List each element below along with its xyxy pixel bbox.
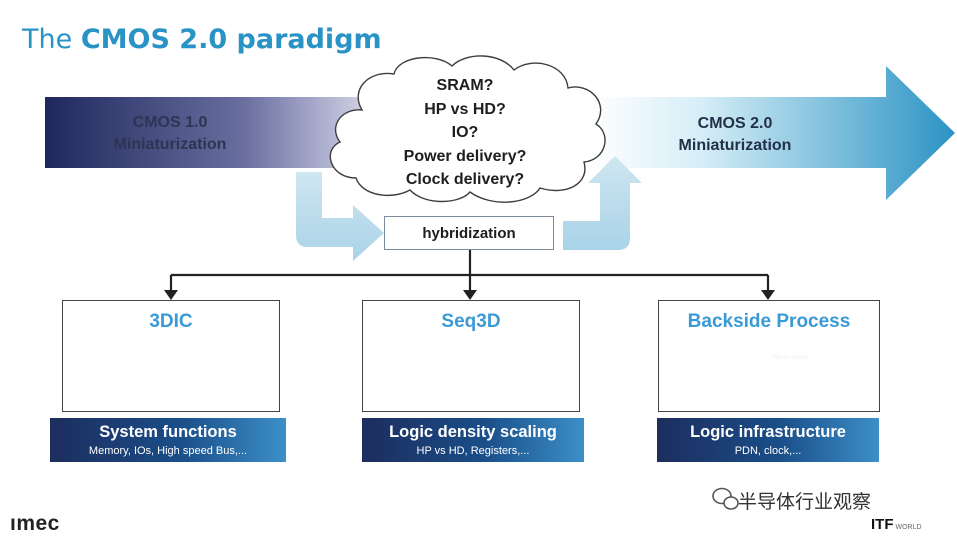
hybridization-box: hybridization <box>384 216 554 250</box>
backside-wafer-label: Silicon wafer <box>771 354 809 361</box>
caption-backside-sub: PDN, clock,... <box>734 445 802 457</box>
question-hp-hd: HP vs HD? <box>424 100 506 118</box>
arrow-up-out <box>563 156 642 250</box>
title-bold: CMOS 2.0 paradigm <box>80 24 382 55</box>
caption-seq3d-sub: HP vs HD, Registers,... <box>416 445 530 457</box>
thinned-wafer-label: Thinned Si wafer <box>443 354 497 361</box>
caption-seq3d-title: Logic density scaling <box>389 423 557 441</box>
cmos1-line2: Miniaturization <box>113 136 227 153</box>
itf-logo-text: ITF <box>871 516 894 533</box>
question-io: IO? <box>451 124 479 141</box>
question-sram: SRAM? <box>436 77 494 94</box>
imec-logo: ımec <box>10 512 60 535</box>
silicon-wafer-label: Silicon wafer <box>448 389 492 398</box>
wechat-icon <box>712 487 739 510</box>
panel-backside: Backside Process <box>658 300 880 412</box>
panel-3dic-title: 3DIC <box>149 311 193 332</box>
cmos1-label: CMOS 1.0 Miniaturization <box>80 112 260 156</box>
cloud-questions: SRAM? HP vs HD? IO? Power delivery? Cloc… <box>370 74 560 192</box>
tree-arrowheads <box>164 290 775 300</box>
tree-connectors <box>169 250 770 293</box>
title-prefix: The <box>22 24 81 55</box>
caption-3dic-title: System functions <box>99 423 237 441</box>
caption-3dic: System functions Memory, IOs, High speed… <box>50 418 286 462</box>
cmos2-label: CMOS 2.0 Miniaturization <box>650 113 820 157</box>
arrow-down-in <box>296 172 384 261</box>
question-clock: Clock delivery? <box>405 171 525 188</box>
caption-backside-title: Logic infrastructure <box>690 423 846 441</box>
panel-seq3d: Seq3D <box>362 300 580 412</box>
cmos2-line1: CMOS 2.0 <box>697 115 773 132</box>
cmos1-line1: CMOS 1.0 <box>132 114 208 131</box>
caption-3dic-sub: Memory, IOs, High speed Bus,... <box>88 445 248 457</box>
cmos2-line2: Miniaturization <box>678 137 792 154</box>
question-power: Power delivery? <box>403 147 527 165</box>
caption-backside: Logic infrastructure PDN, clock,... <box>657 418 879 462</box>
watermark-text: 半导体行业观察 <box>738 491 872 513</box>
panel-backside-title: Backside Process <box>687 311 851 332</box>
panel-seq3d-title: Seq3D <box>441 311 501 332</box>
caption-seq3d: Logic density scaling HP vs HD, Register… <box>362 418 584 462</box>
panel-3dic: 3DIC <box>62 300 280 412</box>
question-cloud <box>329 55 606 203</box>
page-title: The CMOS 2.0 paradigm <box>22 24 382 55</box>
itf-logo-small: WORLD <box>895 524 922 531</box>
